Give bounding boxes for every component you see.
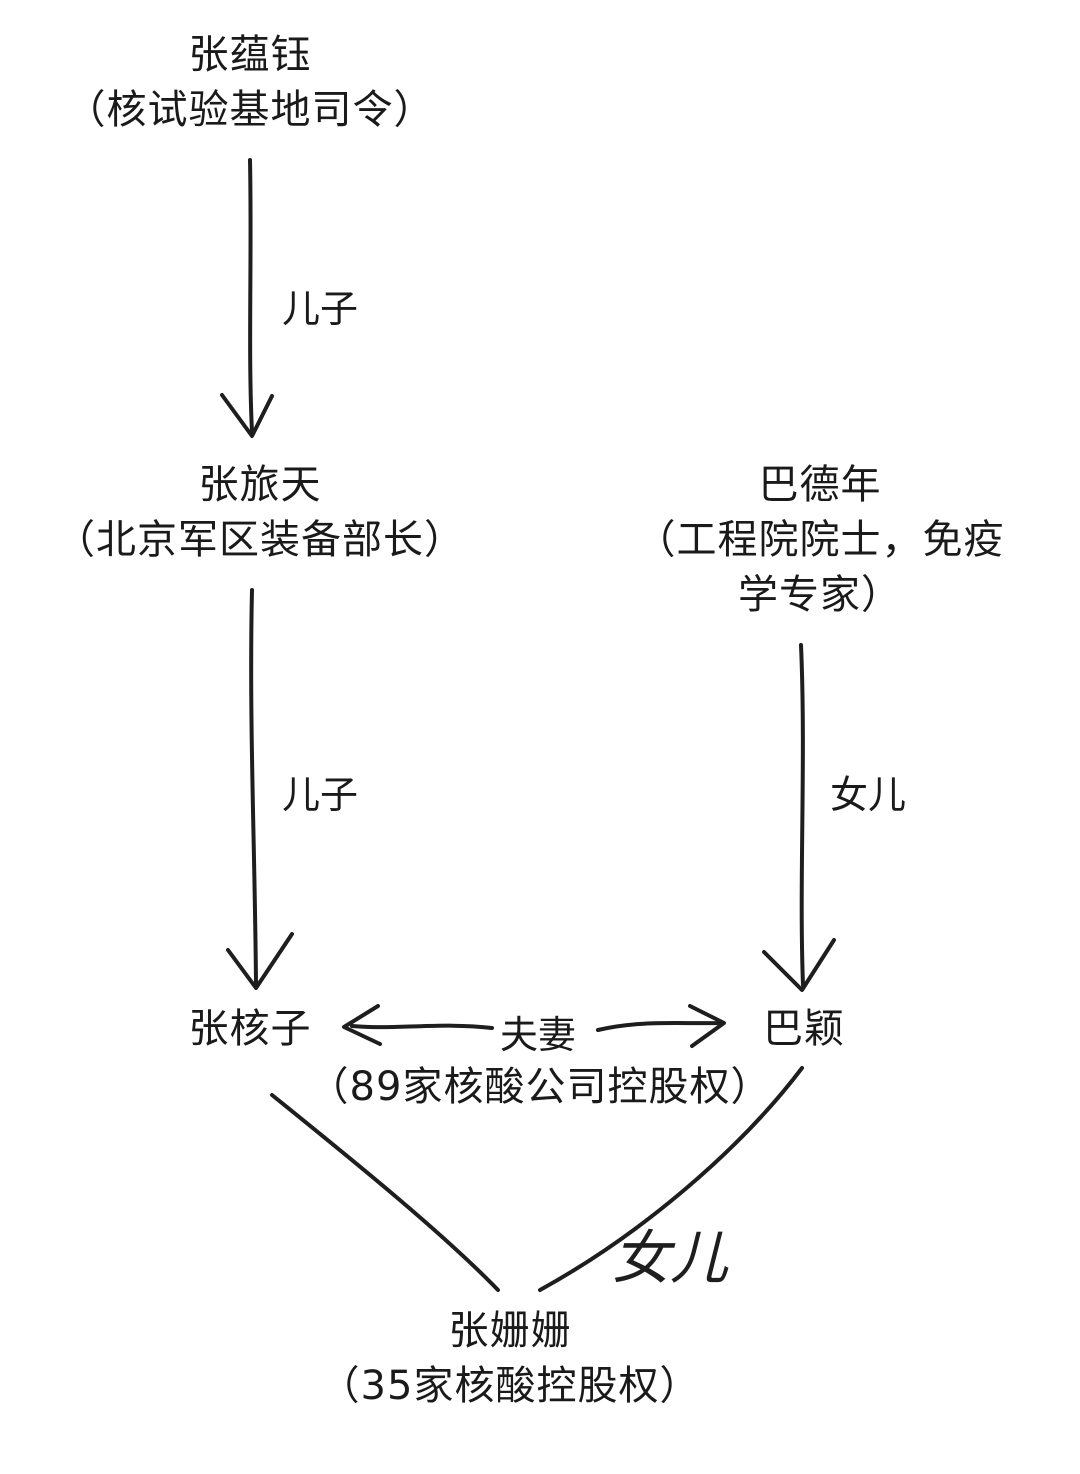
node-title-line1: （工程院院士，免疫 bbox=[635, 517, 1005, 564]
edge-label-son-1: 儿子 bbox=[282, 287, 359, 331]
arrowhead-son-1 bbox=[220, 393, 274, 438]
node-zhang-yunyu: 张蕴钰 （核试验基地司令） bbox=[40, 28, 460, 138]
line-father-to-child bbox=[270, 1093, 500, 1292]
node-name: 张蕴钰 bbox=[188, 32, 312, 78]
node-zhang-lvtian: 张旅天 （北京军区装备部长） bbox=[30, 458, 490, 568]
node-name: 张姗姗 bbox=[448, 1308, 572, 1354]
node-ba-denian: 巴德年 （工程院院士，免疫 学专家） bbox=[610, 458, 1030, 624]
node-name: 张旅天 bbox=[198, 462, 322, 508]
node-title: （35家核酸控股权） bbox=[319, 1363, 701, 1410]
line-mother-to-child bbox=[538, 1066, 804, 1292]
node-zhang-shanshan: 张姗姗 （35家核酸控股权） bbox=[300, 1304, 720, 1414]
arrow-daughter-1 bbox=[799, 643, 805, 987]
node-title-line2: 学专家） bbox=[738, 572, 902, 619]
arrowhead-spouses-right bbox=[688, 1004, 726, 1048]
arrowhead-spouses-left bbox=[342, 1004, 382, 1046]
arrow-son-2 bbox=[249, 588, 258, 987]
arrow-spouses-right bbox=[596, 1021, 724, 1032]
node-zhang-hezi: 张核子 bbox=[170, 1002, 330, 1057]
node-title: （核试验基地司令） bbox=[65, 87, 435, 134]
arrowhead-son-2 bbox=[226, 932, 294, 990]
handwritten-daughter-label: 女儿 bbox=[612, 1224, 729, 1292]
node-title: （北京军区装备部长） bbox=[55, 517, 465, 564]
node-name: 巴颖 bbox=[763, 1006, 845, 1052]
node-title: （89家核酸公司控股权） bbox=[308, 1064, 772, 1110]
arrowhead-daughter-1 bbox=[762, 938, 836, 992]
node-name: 巴德年 bbox=[758, 462, 882, 508]
edge-label-daughter-1: 女儿 bbox=[830, 773, 907, 817]
node-name: 张核子 bbox=[188, 1006, 312, 1052]
edge-label-spouses: 夫妻 bbox=[500, 1013, 577, 1057]
couple-holdings: （89家核酸公司控股权） bbox=[300, 1060, 780, 1115]
edge-label-son-2: 儿子 bbox=[282, 773, 359, 817]
arrow-spouses-left bbox=[350, 1023, 494, 1030]
arrow-son-1 bbox=[248, 158, 254, 434]
node-ba-ying: 巴颖 bbox=[734, 1002, 874, 1057]
